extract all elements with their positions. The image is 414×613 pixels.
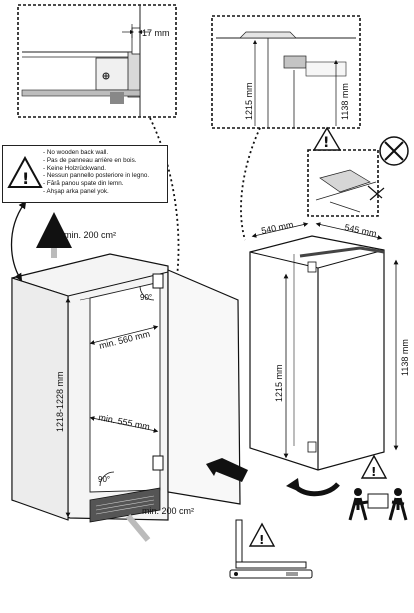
vent-top-label: min. 200 cm² bbox=[64, 230, 116, 240]
warning-icon: ! bbox=[7, 156, 43, 188]
two-person-lift-icon: ! bbox=[348, 454, 408, 521]
svg-text:!: ! bbox=[22, 169, 29, 188]
warning-line-ro: Fără panou spate din lemn. bbox=[43, 180, 167, 188]
warning-line-en: No wooden back wall. bbox=[43, 149, 167, 157]
warning-icon bbox=[312, 126, 342, 151]
vent-bottom-label: min. 200 cm² bbox=[142, 506, 194, 516]
depth-right-label: 545 mm bbox=[344, 222, 378, 239]
warning-line-fr: Pas de panneau arrière en bois. bbox=[43, 157, 167, 165]
svg-text:!: ! bbox=[371, 465, 376, 479]
warning-line-de: Keine Holzrückwand. bbox=[43, 165, 167, 173]
warning-line-tr: Ahşap arka panel yok. bbox=[43, 188, 167, 196]
refrigerator: 540 mm 545 mm 1215 mm 1138 mm bbox=[249, 219, 410, 471]
angle-top-label: 90° bbox=[140, 293, 152, 302]
height-total-label: 1138 mm bbox=[400, 339, 410, 376]
height-b-label: 1138 mm bbox=[340, 83, 350, 120]
depth-left-label: 540 mm bbox=[260, 219, 294, 236]
top-right-detail: 1215 mm 1138 mm bbox=[211, 15, 361, 129]
angle-bottom-label: 90° bbox=[98, 475, 110, 484]
svg-text:!: ! bbox=[323, 135, 329, 151]
level-icon: ! bbox=[229, 519, 313, 579]
height-range-label: 1218-1228 mm bbox=[55, 371, 65, 432]
warning-line-it: Nessun pannello posteriore in legno. bbox=[43, 172, 167, 180]
kitchen-cabinet: 90° 90° 1218-1228 mm min. 560 mm min. 55… bbox=[11, 212, 241, 542]
svg-text:!: ! bbox=[259, 533, 264, 547]
warning-list: No wooden back wall. Pas de panneau arri… bbox=[3, 146, 167, 196]
gap-dimension-label: 17 mm bbox=[142, 28, 170, 38]
prohibited-icon bbox=[379, 136, 409, 166]
height-body-label: 1215 mm bbox=[274, 364, 284, 402]
warning-box: ! No wooden back wall. Pas de panneau ar… bbox=[2, 145, 168, 203]
hinge-detail: ! bbox=[307, 126, 409, 217]
top-left-detail: 17 mm bbox=[17, 4, 177, 118]
height-a-label: 1215 mm bbox=[244, 82, 254, 120]
insert-arrow bbox=[212, 458, 248, 482]
